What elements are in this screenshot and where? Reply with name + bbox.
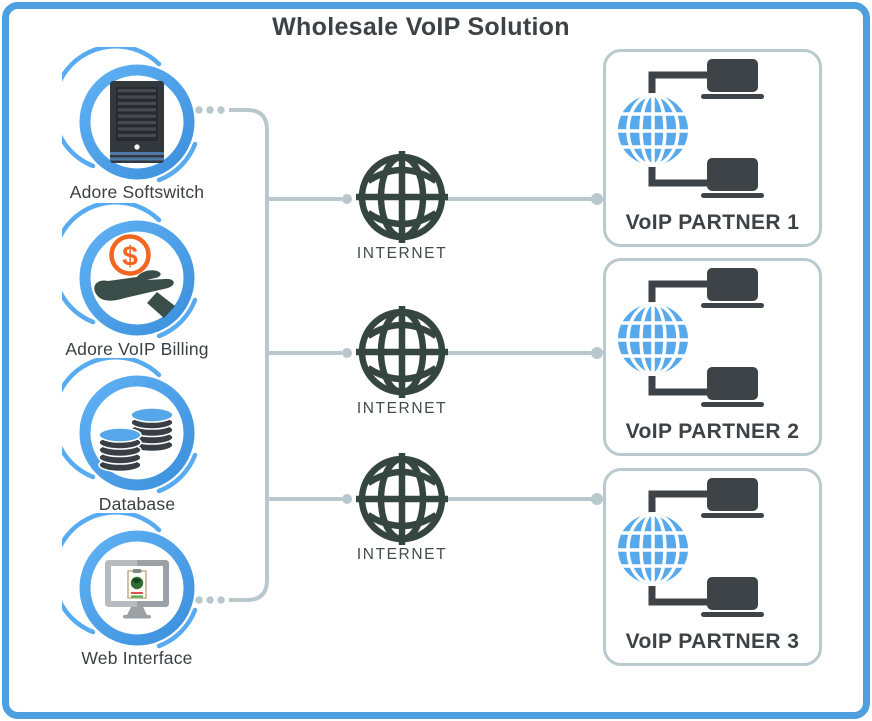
server-icon — [62, 47, 198, 183]
partner-globe-icon — [616, 512, 690, 586]
partner-label-3: VoIP PARTNER 3 — [625, 630, 800, 653]
internet-label-1: INTERNET — [356, 245, 448, 262]
internet-globe-icon-3 — [356, 453, 448, 545]
internet-globe-icon-2 — [356, 306, 448, 398]
internet-globe-icon-1 — [356, 151, 448, 243]
partner-network-icon — [616, 59, 764, 198]
node-label-adore-voip-billing: Adore VoIP Billing — [65, 339, 209, 359]
internet-label-2: INTERNET — [356, 400, 448, 417]
wire-dots — [195, 106, 603, 604]
svg-text:$: $ — [122, 241, 138, 272]
node-label-web-interface: Web Interface — [81, 648, 193, 668]
node-label-database: Database — [98, 494, 176, 514]
dollar-hand-icon: $ — [62, 203, 198, 339]
node-adore-voip-billing: $ — [62, 203, 212, 353]
partner-network-icon — [616, 478, 764, 617]
partner-globe-icon — [616, 93, 690, 167]
partner-label-1: VoIP PARTNER 1 — [625, 211, 800, 234]
coin-stack-icon — [62, 358, 198, 494]
partner-box-2: VoIP PARTNER 2 — [603, 258, 822, 456]
partner-label-2: VoIP PARTNER 2 — [625, 420, 800, 443]
partner-globe-icon — [616, 302, 690, 376]
page-title: Wholesale VoIP Solution — [272, 13, 570, 41]
partner-box-1: VoIP PARTNER 1 — [603, 49, 822, 247]
partner-network-icon — [616, 268, 764, 407]
internet-label-3: INTERNET — [356, 546, 448, 563]
node-adore-softswitch — [62, 47, 212, 197]
monitor-icon — [62, 513, 198, 649]
node-label-adore-softswitch: Adore Softswitch — [69, 182, 205, 202]
partner-box-3: VoIP PARTNER 3 — [603, 468, 822, 666]
node-database — [62, 358, 212, 508]
node-web-interface — [62, 513, 212, 663]
